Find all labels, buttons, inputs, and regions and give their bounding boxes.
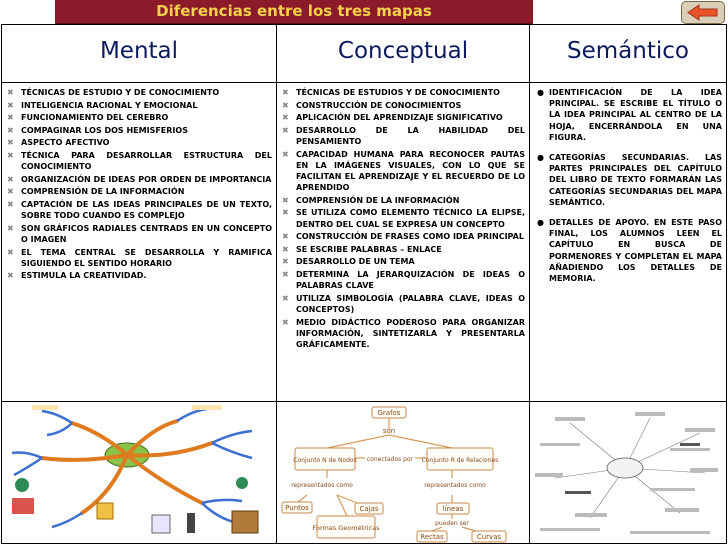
node-curvas: Curvas [477, 533, 502, 541]
list-item: SE UTILIZA COMO ELEMENTO TÉCNICO LA ELIP… [281, 207, 525, 229]
list-item: CATEGORÍAS SECUNDARIAS. LAS PARTES PRINC… [534, 152, 722, 208]
list-item: CAPACIDAD HUMANA PARA RECONOCER PAUTAS E… [281, 149, 525, 194]
list-item: FUNCIONAMIENTO DEL CEREBRO [6, 112, 272, 123]
node-conjunto-relaciones: Conjunto R de Relaciones [422, 457, 499, 464]
list-item: DETALLES DE APOYO. EN ESTE PASO FINAL, L… [534, 217, 722, 284]
list-item: ORGANIZACIÓN DE IDEAS POR ORDEN DE IMPOR… [6, 174, 272, 185]
column-body: TÉCNICAS DE ESTUDIOS Y DE CONOCIMIENTO CO… [277, 83, 529, 402]
list-item: DESARROLLO DE LA HABILIDAD DEL PENSAMIEN… [281, 125, 525, 147]
list-item: COMPRENSIÓN DE LA INFORMACIÓN [6, 186, 272, 197]
column-body: IDENTIFICACIÓN DE LA IDEA PRINCIPAL. SE … [530, 83, 726, 402]
node-formas-geometricas: Formas Geométricas [312, 524, 380, 532]
list-item: COMPAGINAR LOS DOS HEMISFERIOS [6, 125, 272, 136]
list-item: DETERMINA LA JERARQUIZACIÓN DE IDEAS O P… [281, 269, 525, 291]
list-item: IDENTIFICACIÓN DE LA IDEA PRINCIPAL. SE … [534, 87, 722, 143]
list-item: SON GRÁFICOS RADIALES CENTRADS EN UN CON… [6, 223, 272, 245]
list-item: CAPTACIÓN DE LAS IDEAS PRINCIPALES DE UN… [6, 199, 272, 221]
list-item: ASPECTO AFECTIVO [6, 137, 272, 148]
semantic-map-image [530, 403, 726, 543]
list-item: DESARROLLO DE UN TEMA [281, 256, 525, 267]
column-heading: Mental [2, 25, 276, 83]
link-son: son [383, 427, 395, 435]
slide-title: Diferencias entre los tres mapas [156, 2, 432, 20]
conceptual-list: TÉCNICAS DE ESTUDIOS Y DE CONOCIMIENTO CO… [281, 87, 525, 350]
list-item: TÉCNICAS DE ESTUDIOS Y DE CONOCIMIENTO [281, 87, 525, 98]
node-lineas: líneas [443, 505, 464, 513]
node-conjunto-nodos: Conjunto N de Nodos [293, 457, 356, 464]
column-mental: Mental TÉCNICAS DE ESTUDIO Y DE CONOCIMI… [2, 25, 277, 543]
list-item: COMPRENSIÓN DE LA INFORMACIÓN [281, 195, 525, 206]
node-puntos: Puntos [285, 504, 309, 512]
mental-list: TÉCNICAS DE ESTUDIO Y DE CONOCIMIENTO INT… [6, 87, 272, 282]
back-button[interactable] [681, 1, 725, 24]
concept-map-image: Grafos son Conjunto N de Nodos conectado… [277, 403, 529, 543]
list-item: EL TEMA CENTRAL SE DESARROLLA Y RAMIFICA… [6, 247, 272, 269]
link-pueden-ser: pueden ser [435, 520, 469, 527]
list-item: INTELIGENCIA RACIONAL Y EMOCIONAL [6, 100, 272, 111]
list-item: MEDIO DIDÁCTICO PODEROSO PARA ORGANIZAR … [281, 317, 525, 351]
list-item: APLICACIÓN DEL APRENDIZAJE SIGNIFICATIVO [281, 112, 525, 123]
title-banner: Diferencias entre los tres mapas [55, 0, 533, 25]
column-heading: Conceptual [277, 25, 529, 83]
mind-map-image [2, 403, 276, 543]
comparison-table: Mental TÉCNICAS DE ESTUDIO Y DE CONOCIMI… [1, 24, 727, 544]
list-item: ESTIMULA LA CREATIVIDAD. [6, 270, 272, 281]
link-representados-1: representados como [291, 482, 353, 489]
top-bar: Diferencias entre los tres mapas [0, 0, 728, 25]
column-body: TÉCNICAS DE ESTUDIO Y DE CONOCIMIENTO INT… [2, 83, 276, 402]
left-arrow-icon [687, 4, 718, 21]
semantico-list: IDENTIFICACIÓN DE LA IDEA PRINCIPAL. SE … [534, 87, 722, 284]
column-heading: Semántico [530, 25, 726, 83]
list-item: CONSTRUCCIÓN DE CONOCIMIENTOS [281, 100, 525, 111]
node-grafos: Grafos [378, 409, 401, 417]
list-item: SE ESCRIBE PALABRAS – ENLACE [281, 244, 525, 255]
link-representados-2: representados como [424, 482, 486, 489]
node-cajas: Cajas [359, 505, 378, 513]
column-semantico: Semántico IDENTIFICACIÓN DE LA IDEA PRIN… [530, 25, 726, 543]
list-item: TÉCNICAS DE ESTUDIO Y DE CONOCIMIENTO [6, 87, 272, 98]
column-conceptual: Conceptual TÉCNICAS DE ESTUDIOS Y DE CON… [277, 25, 530, 543]
node-rectas: Rectas [420, 533, 444, 541]
list-item: CONSTRUCCIÓN DE FRASES COMO IDEA PRINCIP… [281, 231, 525, 242]
list-item: TÉCNICA PARA DESARROLLAR ESTRUCTURA DEL … [6, 150, 272, 172]
link-conectados-por: conectados por [367, 456, 414, 463]
list-item: UTILIZA SIMBOLOGÍA (PALABRA CLAVE, IDEAS… [281, 293, 525, 315]
